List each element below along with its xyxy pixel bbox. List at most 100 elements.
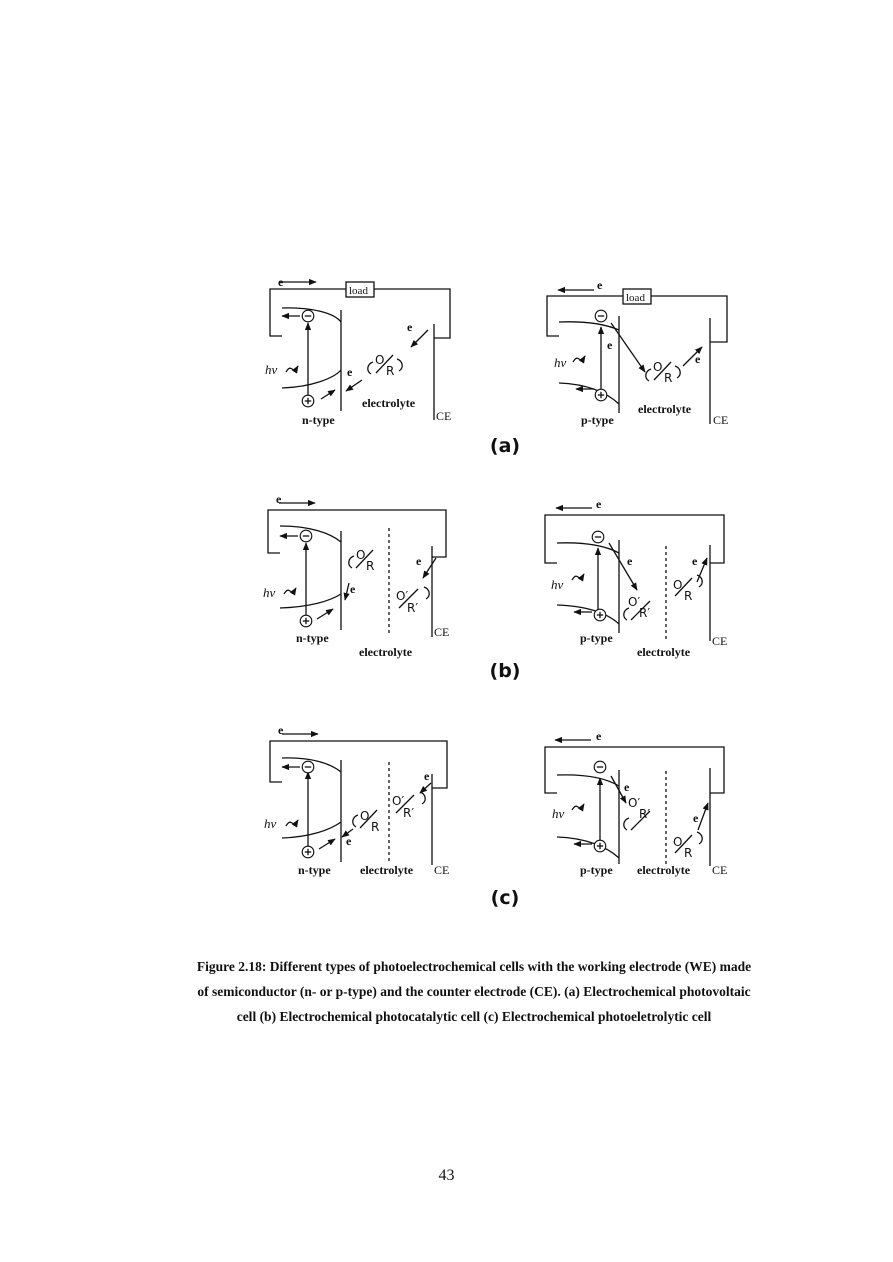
external-circuit [544, 514, 725, 564]
oxidized-species-label: O [673, 578, 682, 592]
redox-curve-right [696, 574, 703, 588]
electron-label: e [627, 554, 633, 568]
conduction-band [279, 525, 342, 543]
conduction-band [281, 757, 342, 773]
valence-band [558, 382, 620, 405]
photon-label: hv [263, 585, 276, 600]
electron-label: e [693, 811, 699, 825]
p-type-label: p-type [580, 631, 613, 645]
load-label: load [626, 292, 645, 304]
hole-symbol [299, 614, 313, 628]
photon-wavy-arrow [571, 573, 585, 582]
valence-band [281, 821, 342, 839]
redox-curve-left-prime [623, 817, 630, 831]
photon-label: hv [552, 806, 565, 821]
conduction-band [558, 321, 620, 331]
reduced-prime-label: R′ [639, 807, 650, 821]
oxidized-species-label: O [375, 353, 384, 367]
electron-label: e [692, 554, 698, 568]
panel-b-p-type-cell [544, 504, 725, 641]
panel-b-n-type-cell [267, 499, 447, 637]
reduced-prime-label: R′ [639, 606, 650, 620]
electron-symbol [593, 760, 607, 774]
valence-band [556, 604, 620, 625]
oxidized-prime-label: O′ [392, 794, 404, 808]
panel-a-n-type-cell [269, 278, 451, 420]
redox-slash [653, 361, 672, 381]
redox-slash [359, 809, 378, 829]
redox-slash-prime [395, 794, 415, 814]
electron-label: e [407, 320, 413, 334]
oxidized-prime-label: O′ [628, 595, 640, 609]
photon-label: hv [551, 577, 564, 592]
redox-slash [674, 577, 693, 597]
photon-label: hv [264, 816, 277, 831]
reduced-species-label: R [684, 589, 692, 603]
electron-label: e [596, 497, 602, 511]
redox-curve-right-prime [423, 586, 430, 600]
photoelectrochemical-cells-figure: e load hv e e O R n-type electrolyte CE … [263, 275, 728, 909]
reduced-species-label: R [664, 371, 672, 385]
reduction-arrow [343, 582, 350, 601]
electron-label: e [350, 582, 356, 596]
redox-curve-left [348, 555, 355, 569]
electron-label: e [607, 338, 613, 352]
reduced-species-label: R [371, 820, 379, 834]
electron-label: e [278, 275, 284, 289]
electrolyte-label: electrolyte [638, 402, 692, 416]
panel-a-p-type-cell [546, 286, 728, 424]
ce-electron-arrow [697, 802, 709, 831]
electrolyte-label: electrolyte [637, 645, 691, 659]
redox-slash-prime [630, 600, 651, 621]
external-circuit [267, 509, 447, 558]
conduction-band [556, 542, 620, 554]
redox-curve-right [696, 831, 703, 845]
redox-curve-right-prime [419, 791, 426, 805]
electrolyte-electron-arrow [345, 379, 363, 392]
valence-band [281, 369, 342, 389]
page-number: 43 [438, 1167, 455, 1184]
panel-label-a: (a) [490, 435, 520, 457]
caption-line-1: Figure 2.18: Different types of photoele… [196, 959, 752, 974]
ce-label: CE [434, 625, 449, 639]
photon-wavy-arrow [285, 819, 299, 828]
external-circuit [269, 288, 451, 339]
electron-label: e [624, 780, 630, 794]
panel-c-n-type-cell [269, 730, 448, 865]
p-type-label: p-type [581, 413, 614, 427]
electron-label: e [596, 729, 602, 743]
photon-wavy-arrow [283, 587, 297, 596]
reduced-prime-label: R′ [403, 806, 414, 820]
external-circuit [544, 746, 725, 794]
ce-label: CE [712, 634, 727, 648]
hole-symbol [594, 388, 608, 402]
photon-label: hv [554, 355, 567, 370]
electron-symbol [591, 530, 605, 544]
electron-label: e [346, 834, 352, 848]
ce-electron-arrow [682, 346, 703, 367]
electron-label: e [597, 278, 603, 292]
electron-label: e [695, 352, 701, 366]
photon-wavy-arrow [285, 365, 299, 374]
ce-electron-arrow [410, 329, 429, 348]
cb-electron-transfer-arrow [610, 322, 646, 373]
electron-symbol [299, 529, 313, 543]
electron-symbol [594, 309, 608, 323]
hole-symbol [593, 839, 607, 853]
reduced-species-label: R [366, 559, 374, 573]
redox-curve-left [645, 368, 652, 382]
electrolyte-label: electrolyte [637, 863, 691, 877]
hole-transfer-arrow [320, 389, 336, 400]
hole-symbol [593, 608, 607, 622]
cb-electron-transfer-arrow [608, 542, 638, 591]
redox-slash-prime [630, 810, 651, 831]
n-type-label: n-type [298, 863, 331, 877]
photon-label: hv [265, 362, 278, 377]
electrolyte-label: electrolyte [359, 645, 413, 659]
panel-label-c: (c) [491, 887, 520, 909]
electrolyte-label: electrolyte [362, 396, 416, 410]
electron-symbol [301, 309, 315, 323]
oxidized-species-label: O [673, 835, 682, 849]
redox-slash [674, 834, 693, 854]
electron-label: e [347, 365, 353, 379]
